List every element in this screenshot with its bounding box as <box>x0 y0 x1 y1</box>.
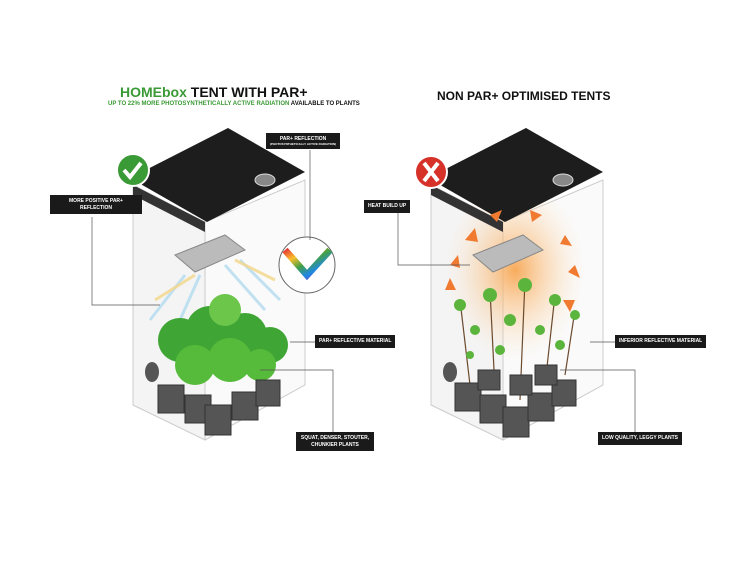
pots <box>157 379 281 436</box>
label-inferior-material: INFERIOR REFLECTIVE MATERIAL <box>615 335 707 348</box>
label-squat-plants: SQUAT, DENSER, STOUTER, CHUNKIER PLANTS <box>296 432 374 451</box>
tent-lid <box>130 128 305 222</box>
label-heat-build-up: HEAT BUILD UP <box>364 200 411 213</box>
label-par-material: PAR+ REFLECTIVE MATERIAL <box>315 335 396 348</box>
left-title: HOMEbox TENT WITH PAR+ <box>120 84 308 100</box>
label-more-positive-reflection: MORE POSITIVE PAR+ REFLECTION <box>50 195 142 214</box>
fan-icon <box>145 362 159 382</box>
label-leggy-plants: LOW QUALITY, LEGGY PLANTS <box>598 432 683 445</box>
label-par-reflection: PAR+ REFLECTION(PHOTOSYNTHETICALLY ACTIV… <box>266 133 341 150</box>
rainbow-zoom-icon <box>278 236 336 294</box>
left-subtitle: UP TO 22% MORE PHOTOSYNTHETICALLY ACTIVE… <box>108 101 360 107</box>
vent-icon <box>254 173 276 187</box>
leader-lines <box>91 150 636 432</box>
brand-logo: HOMEbox <box>120 84 187 100</box>
right-tent <box>414 128 604 441</box>
dense-plants <box>158 294 288 385</box>
grow-light <box>174 234 246 273</box>
left-tent <box>116 128 336 441</box>
right-title: NON PAR+ OPTIMISED TENTS <box>437 89 611 103</box>
